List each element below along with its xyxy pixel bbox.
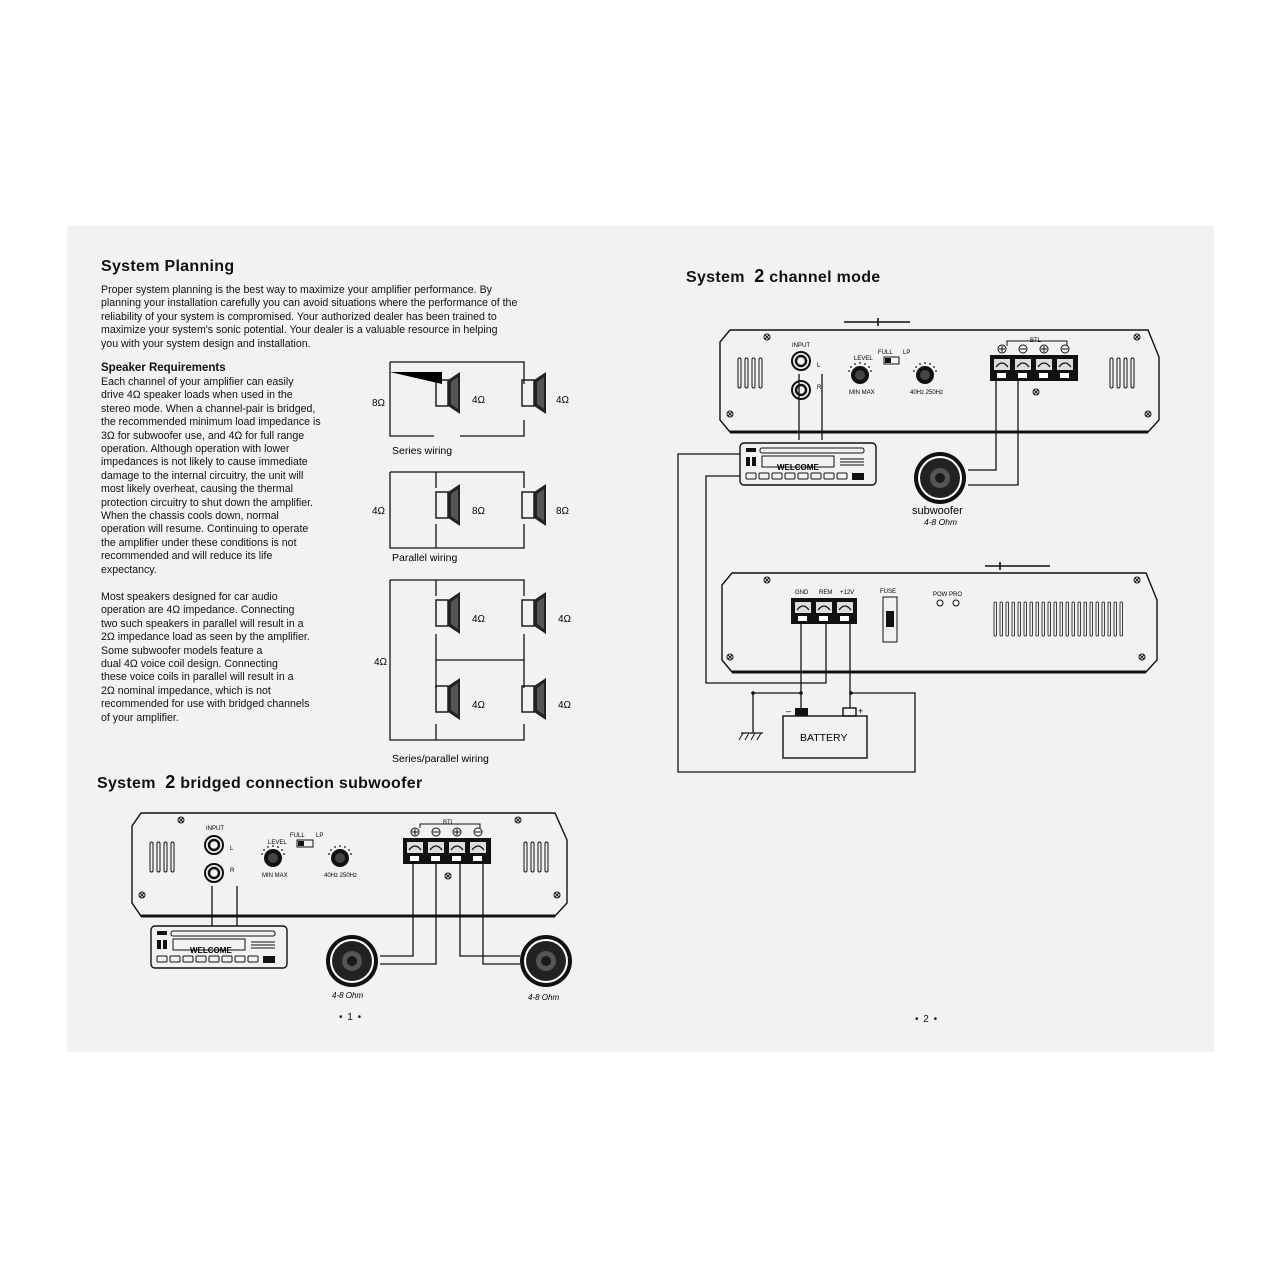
svg-text:L: L <box>817 363 821 369</box>
battery: – + BATTERY <box>782 706 868 759</box>
page-number-right: • 2 • <box>915 1014 939 1025</box>
svg-text:POW PRO: POW PRO <box>933 592 962 598</box>
bridged-wires <box>211 864 520 965</box>
svg-text:FUSE: FUSE <box>880 589 896 595</box>
svg-text:LEVEL: LEVEL <box>854 356 873 362</box>
battery-label: BATTERY <box>800 732 847 744</box>
svg-text:40Hz 250Hz: 40Hz 250Hz <box>324 873 357 879</box>
svg-text:REM: REM <box>819 590 832 596</box>
parallel-speaker2-impedance: 8Ω <box>556 506 570 517</box>
sp-speaker1-impedance: 4Ω <box>472 614 486 625</box>
svg-text:40Hz 250Hz: 40Hz 250Hz <box>910 390 943 396</box>
parallel-caption: Parallel wiring <box>392 552 458 564</box>
svg-text:MIN MAX: MIN MAX <box>849 390 875 396</box>
svg-text:INPUT: INPUT <box>792 343 810 349</box>
parallel-wiring-diagram: 4Ω 8Ω 8Ω Parallel wiring <box>372 471 570 564</box>
sp-speaker2-impedance: 4Ω <box>558 614 572 625</box>
svg-text:FULL: FULL <box>290 833 305 839</box>
series-parallel-total-impedance: 4Ω <box>374 657 388 668</box>
series-wiring-diagram: 8Ω 4Ω 4Ω Series wiring <box>372 361 570 457</box>
car-audio-paragraph: Most speakers designed for car audio ope… <box>101 591 310 724</box>
svg-text:R: R <box>230 868 235 874</box>
parallel-total-impedance: 4Ω <box>372 506 386 517</box>
speaker-requirements-paragraph: Each channel of your amplifier can easil… <box>101 376 321 576</box>
sp-speaker4-impedance: 4Ω <box>558 700 572 711</box>
channel-mode-headunit: WELCOME <box>739 442 877 486</box>
bridged-woofer-right <box>520 935 572 987</box>
channel-mode-title: System 2 channel mode <box>686 266 881 286</box>
bridged-headunit: WELCOME <box>150 925 288 969</box>
page-number-left: • 1 • <box>339 1012 363 1023</box>
channel-mode-wires <box>677 374 1019 773</box>
parallel-speaker1-impedance: 8Ω <box>472 506 486 517</box>
system-planning-title: System Planning <box>101 258 235 275</box>
series-parallel-wiring-diagram: 4Ω 4Ω 4Ω 4Ω 4Ω Series/parallel wiring <box>374 579 572 765</box>
svg-text:L: L <box>230 846 234 852</box>
speaker-requirements-heading: Speaker Requirements <box>101 362 226 374</box>
svg-text:R: R <box>817 385 822 391</box>
svg-text:+: + <box>858 706 863 716</box>
ground-symbol <box>738 693 763 741</box>
sp-speaker3-impedance: 4Ω <box>472 700 486 711</box>
bridged-right-ohm: 4-8 Ohm <box>528 993 559 1002</box>
series-total-impedance: 8Ω <box>372 398 386 409</box>
svg-text:–: – <box>786 706 791 716</box>
bridged-section-title: System 2 bridged connection subwoofer <box>97 772 423 792</box>
svg-text:+12V: +12V <box>840 590 854 596</box>
series-speaker2-impedance: 4Ω <box>556 395 570 406</box>
svg-text:GND: GND <box>795 590 809 596</box>
bridged-left-ohm: 4-8 Ohm <box>332 991 363 1000</box>
channel-mode-amplifier-top: INPUT L R LEVEL MIN MAX FULL LP 40Hz 250… <box>719 318 1160 434</box>
svg-text:FULL: FULL <box>878 350 893 356</box>
bridged-amplifier: INPUT L R LEVEL MIN MAX FULL LP 40Hz 250… <box>131 812 568 918</box>
series-parallel-caption: Series/parallel wiring <box>392 753 489 765</box>
subwoofer-ohm: 4-8 Ohm <box>924 517 957 527</box>
svg-text:LP: LP <box>316 833 323 839</box>
series-speaker1-impedance: 4Ω <box>472 395 486 406</box>
intro-paragraph: Proper system planning is the best way t… <box>101 284 518 350</box>
bridged-woofer-left <box>326 935 378 987</box>
svg-text:LEVEL: LEVEL <box>268 840 287 846</box>
channel-mode-amplifier-bottom: GND REM +12V FUSE POW PRO <box>721 562 1158 674</box>
svg-text:WELCOME: WELCOME <box>777 463 819 472</box>
channel-mode-subwoofer <box>914 452 966 504</box>
svg-text:MIN MAX: MIN MAX <box>262 873 288 879</box>
svg-text:LP: LP <box>903 350 910 356</box>
svg-text:BTL: BTL <box>443 820 455 826</box>
svg-text:WELCOME: WELCOME <box>190 946 232 955</box>
series-caption: Series wiring <box>392 445 452 457</box>
svg-text:INPUT: INPUT <box>206 826 224 832</box>
subwoofer-label: subwoofer <box>912 505 963 517</box>
